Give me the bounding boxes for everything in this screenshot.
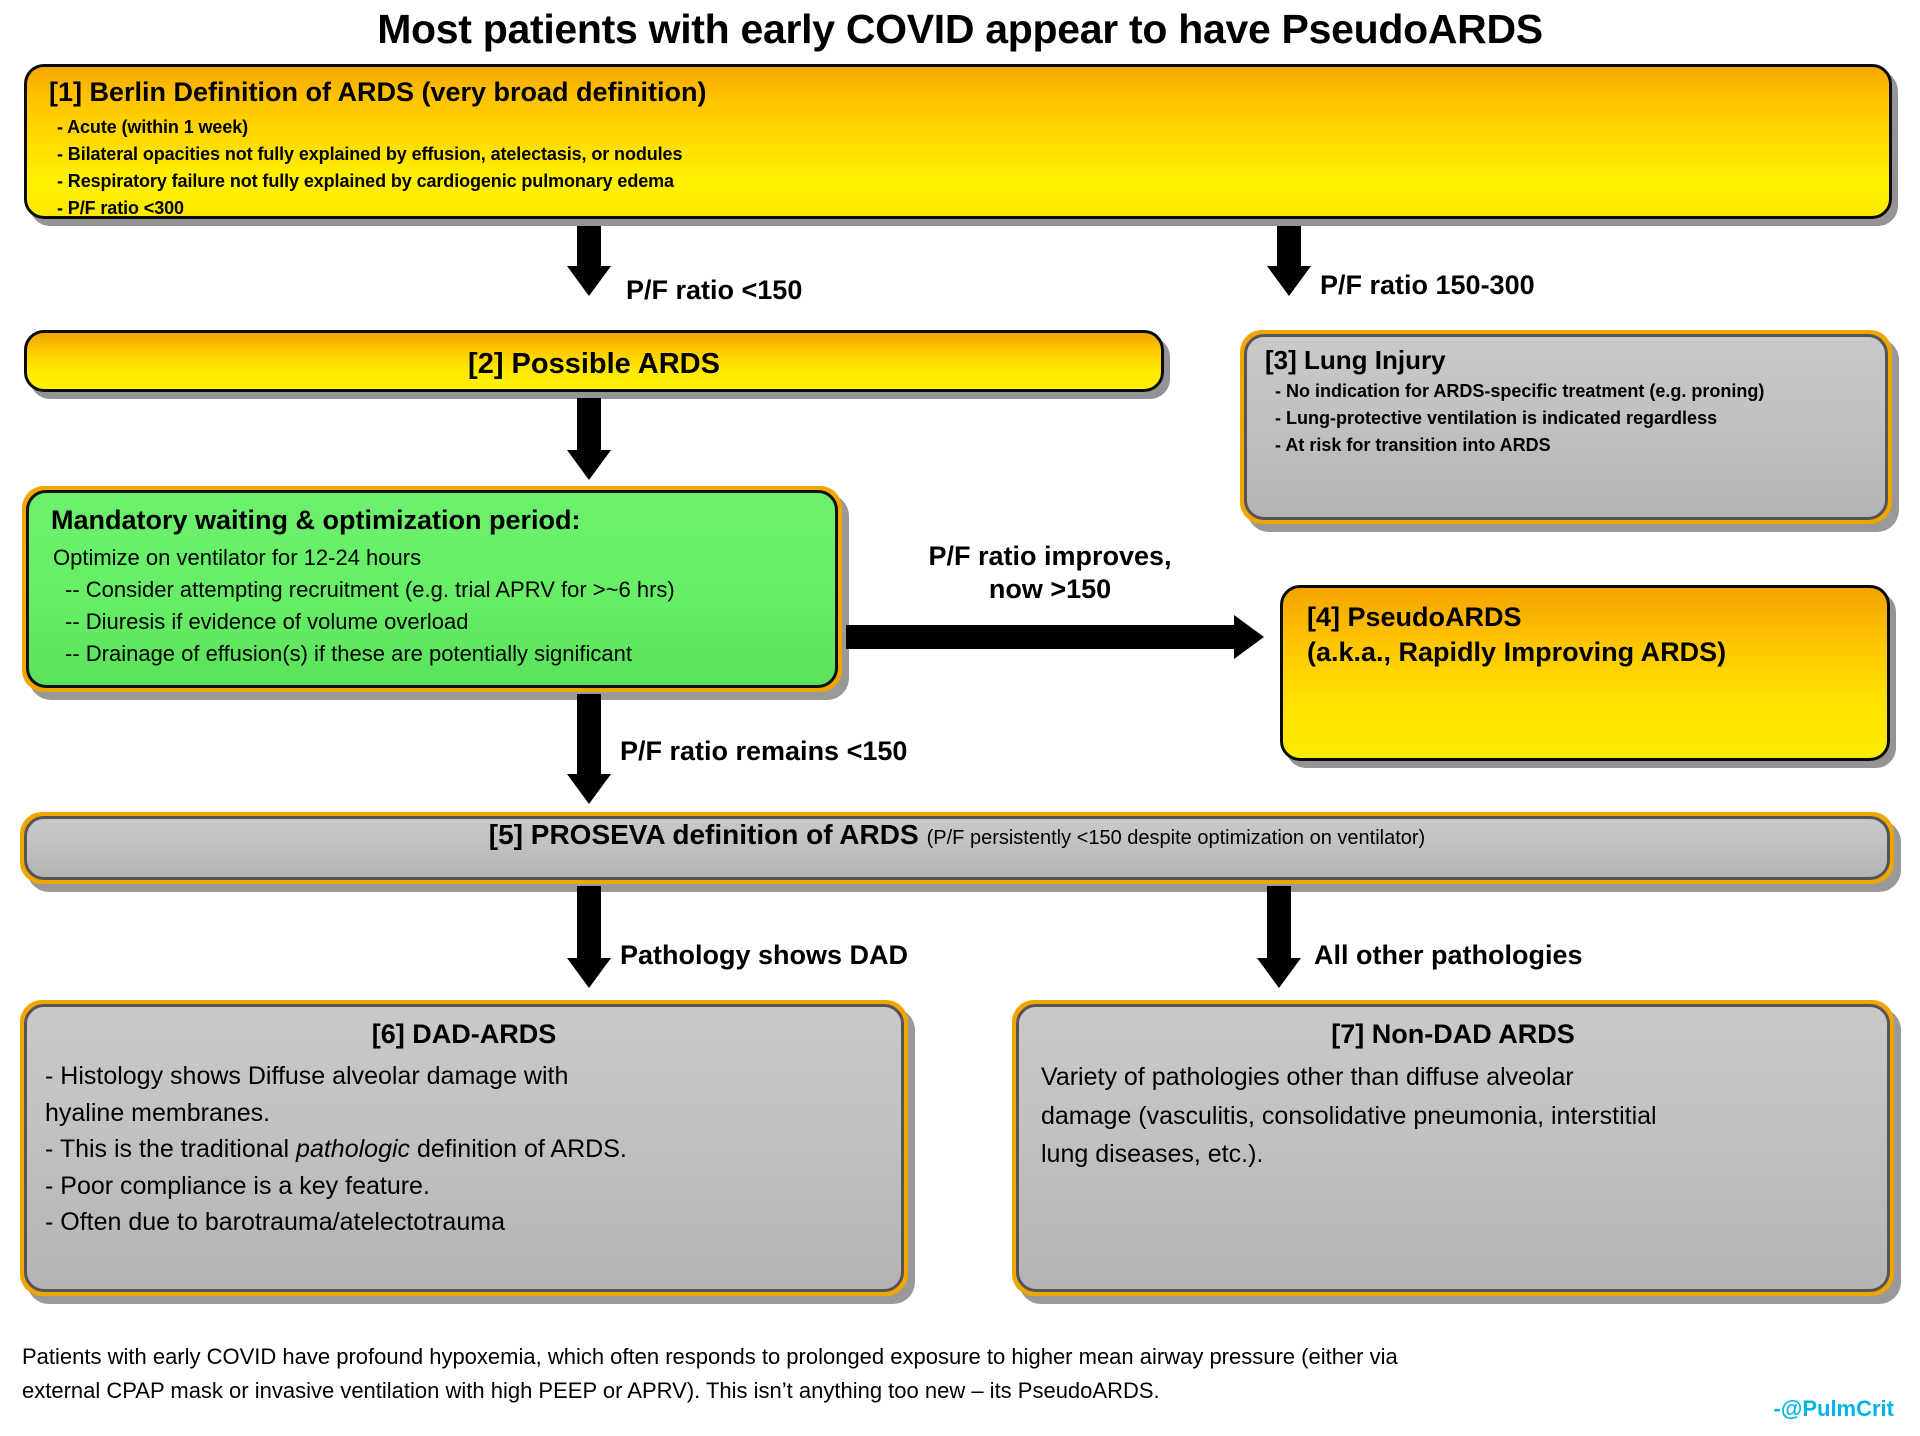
box7-heading: [7] Non-DAD ARDS <box>1331 1019 1575 1049</box>
box3-heading: [3] Lung Injury <box>1265 345 1446 375</box>
green-line-2: -- Consider attempting recruitment (e.g.… <box>65 577 675 602</box>
box6-line-3: - This is the traditional pathologic def… <box>27 1131 901 1168</box>
edge-label-pf-under-150: P/F ratio <150 <box>626 275 803 305</box>
arrow-green-to-pseudoards <box>846 614 1266 660</box>
box6-line-3-post: definition of ARDS. <box>410 1135 627 1163</box>
box6-line-5: - Often due to barotrauma/atelectotrauma <box>45 1208 505 1236</box>
box6-line-3-emphasis: pathologic <box>296 1135 411 1163</box>
box4-subheading: (a.k.a., Rapidly Improving ARDS) <box>1307 637 1727 667</box>
box-possible-ards: [2] Possible ARDS <box>24 330 1164 392</box>
box5-heading: [5] PROSEVA definition of ARDS <box>488 819 919 850</box>
footer-line-1: Patients with early COVID have profound … <box>22 1344 1398 1369</box>
box-berlin-definition: [1] Berlin Definition of ARDS (very broa… <box>24 64 1892 219</box>
box-lung-injury: [3] Lung Injury - No indication for ARDS… <box>1244 334 1888 520</box>
footer-line-2: external CPAP mask or invasive ventilati… <box>22 1378 1160 1404</box>
box6-line-2: hyaline membranes. <box>45 1098 271 1127</box>
box-pseudoards: [4] PseudoARDS (a.k.a., Rapidly Improvin… <box>1280 585 1890 761</box>
box-proseva-definition: [5] PROSEVA definition of ARDS (P/F pers… <box>24 816 1890 880</box>
box1-heading: [1] Berlin Definition of ARDS (very broa… <box>49 77 707 107</box>
arrow-box1-to-box2 <box>566 226 612 298</box>
box1-line-2: - Bilateral opacities not fully explaine… <box>57 144 683 164</box>
arrow-box1-to-box3 <box>1266 226 1312 298</box>
arrow-box2-to-green <box>566 398 612 486</box>
arrow-proseva-to-dad <box>566 886 612 994</box>
box5-note: (P/F persistently <150 despite optimizat… <box>926 827 1426 849</box>
edge-label-pf-improves-line1: P/F ratio improves, <box>928 541 1172 571</box>
green-line-3: -- Diuresis if evidence of volume overlo… <box>65 609 469 634</box>
footer-text: Patients with early COVID have profound … <box>22 1340 1622 1408</box>
box-dad-ards: [6] DAD-ARDS - Histology shows Diffuse a… <box>24 1004 904 1292</box>
green-heading: Mandatory waiting & optimization period: <box>51 505 581 535</box>
green-line-4: -- Drainage of effusion(s) if these are … <box>65 641 632 666</box>
box7-line-2: damage (vasculitis, consolidative pneumo… <box>1041 1101 1657 1130</box>
box-mandatory-waiting: Mandatory waiting & optimization period:… <box>26 490 838 688</box>
box1-line-3: - Respiratory failure not fully explaine… <box>57 171 674 191</box>
edge-label-pf-remains-150: P/F ratio remains <150 <box>620 736 908 766</box>
box3-line-3: - At risk for transition into ARDS <box>1275 435 1551 455</box>
author-handle: -@PulmCrit <box>1773 1396 1894 1421</box>
box7-line-1: Variety of pathologies other than diffus… <box>1041 1063 1574 1091</box>
box4-heading: [4] PseudoARDS <box>1307 602 1522 632</box>
edge-label-pf-improves: P/F ratio improves, now >150 <box>900 540 1200 606</box>
box6-line-1: - Histology shows Diffuse alveolar damag… <box>45 1062 569 1090</box>
edge-label-pathology-dad: Pathology shows DAD <box>620 940 909 970</box>
box3-line-1: - No indication for ARDS-specific treatm… <box>1275 381 1765 401</box>
edge-label-pf-150-300: P/F ratio 150-300 <box>1320 270 1535 300</box>
box1-line-4: - P/F ratio <300 <box>57 198 184 218</box>
arrow-green-to-proseva <box>566 694 612 810</box>
box-non-dad-ards: [7] Non-DAD ARDS Variety of pathologies … <box>1016 1004 1890 1292</box>
page-title: Most patients with early COVID appear to… <box>377 6 1543 52</box>
box6-heading: [6] DAD-ARDS <box>371 1019 557 1049</box>
box2-heading: [2] Possible ARDS <box>468 348 720 380</box>
edge-label-pf-improves-line2: now >150 <box>988 573 1112 604</box>
box7-line-3: lung diseases, etc.). <box>1041 1140 1264 1168</box>
green-line-1: Optimize on ventilator for 12-24 hours <box>53 545 422 570</box>
box1-line-1: - Acute (within 1 week) <box>57 117 249 137</box>
box3-line-2: - Lung-protective ventilation is indicat… <box>1275 408 1718 428</box>
arrow-proseva-to-nondad <box>1256 886 1302 994</box>
box6-line-4: - Poor compliance is a key feature. <box>45 1171 430 1200</box>
edge-label-other-pathologies: All other pathologies <box>1314 940 1583 970</box>
box6-line-3-pre: - This is the traditional <box>45 1135 297 1163</box>
